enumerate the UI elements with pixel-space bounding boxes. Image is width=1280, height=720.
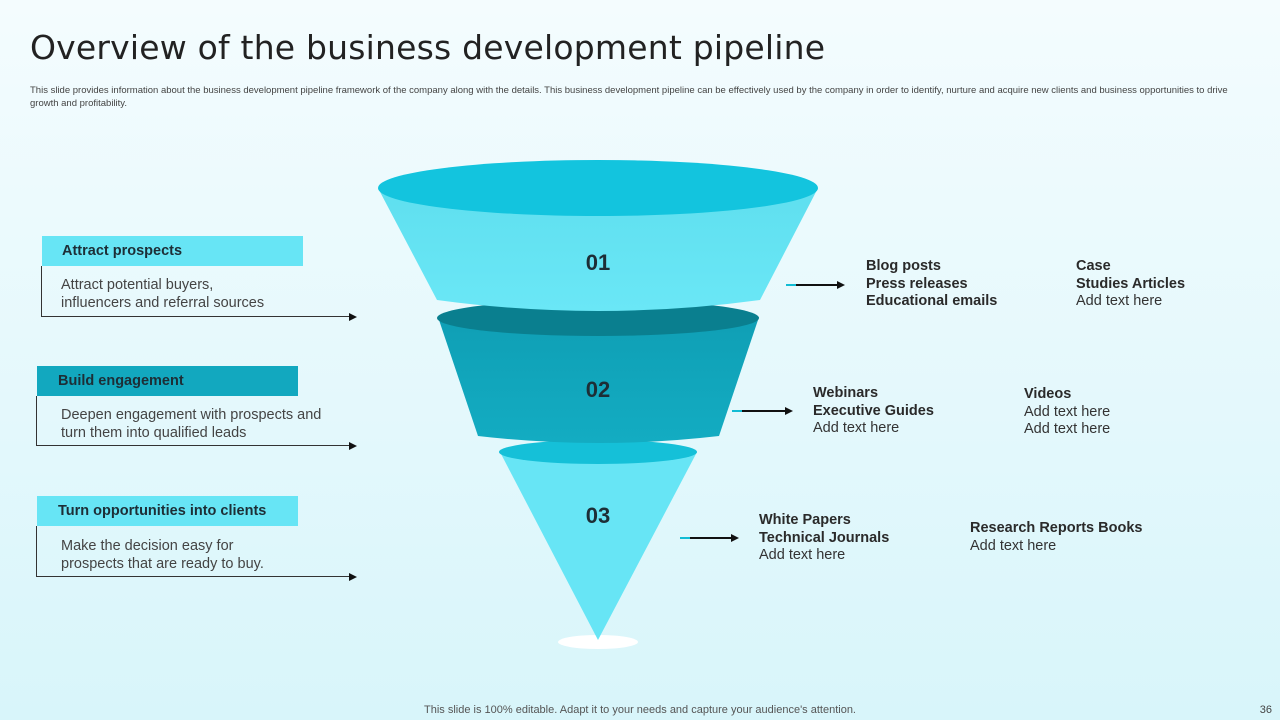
stage-label-attract: Attract prospects xyxy=(42,236,303,266)
content-row2-col2: Videos Add text here Add text here xyxy=(1024,386,1110,439)
stage-desc-engage-line1: Deepen engagement with prospects and xyxy=(61,407,322,423)
funnel-section-1 xyxy=(378,188,818,311)
stage-convert-base-rule xyxy=(36,576,349,577)
content-item: Studies Articles xyxy=(1076,275,1186,292)
stage-desc-attract-line2: influencers and referral sources xyxy=(61,295,265,311)
stage-convert-left-rule xyxy=(36,526,37,577)
content-row1-col1: Blog posts Press releases Educational em… xyxy=(866,258,997,311)
stage-engage-base-rule xyxy=(36,445,349,446)
funnel-section-3-top xyxy=(499,440,697,464)
stage-attract-arrowhead xyxy=(349,313,357,321)
content-item: Add text here xyxy=(1024,421,1111,437)
stage-attract-base-rule xyxy=(41,316,349,317)
content-row3-col2: Research Reports Books Add text here xyxy=(970,520,1142,555)
content-item: Educational emails xyxy=(866,293,998,309)
page-subtitle: This slide provides information about th… xyxy=(30,85,1228,109)
funnel-section-2 xyxy=(438,317,759,443)
footer-note: This slide is 100% editable. Adapt it to… xyxy=(424,704,856,716)
content-row2-col1: Webinars Executive Guides Add text here xyxy=(813,385,934,438)
stage-desc-engage-line2: turn them into qualified leads xyxy=(61,425,247,441)
content-item: Blog posts xyxy=(866,258,941,274)
funnel-number-01: 01 xyxy=(585,250,611,275)
content-item: Technical Journals xyxy=(759,529,890,546)
content-item: Add text here xyxy=(759,547,846,563)
stage-label-convert: Turn opportunities into clients xyxy=(37,496,298,526)
stage-label-engage: Build engagement xyxy=(37,366,298,396)
content-item: Add text here xyxy=(1076,293,1163,309)
page-title: Overview of the business development pip… xyxy=(30,28,826,67)
stage-desc-convert-line1: Make the decision easy for xyxy=(61,538,234,554)
content-item: Add text here xyxy=(1024,403,1111,420)
stage-convert-arrowhead xyxy=(349,573,357,581)
funnel-number-03: 03 xyxy=(585,503,611,528)
content-item: White Papers xyxy=(759,512,851,528)
funnel-number-02: 02 xyxy=(585,377,611,402)
content-item: Research Reports Books xyxy=(970,520,1143,536)
content-item: Webinars xyxy=(813,385,879,401)
stage-attract-left-rule xyxy=(41,266,42,317)
page-number: 36 xyxy=(1259,704,1272,716)
funnel-section-1-top xyxy=(378,160,818,216)
content-item: Executive Guides xyxy=(813,402,934,419)
stage-engage-left-rule xyxy=(36,396,37,446)
content-row3-col1: White Papers Technical Journals Add text… xyxy=(759,512,889,565)
stage-engage-arrowhead xyxy=(349,442,357,450)
stage-desc-engage: Deepen engagement with prospects and tur… xyxy=(61,406,321,442)
funnel-section-3 xyxy=(500,452,697,640)
funnel-tip-shadow xyxy=(558,635,638,649)
funnel-section-2-top xyxy=(437,300,759,336)
content-item: Case xyxy=(1076,258,1111,274)
content-item: Videos xyxy=(1024,386,1072,402)
content-arrow-2 xyxy=(732,407,793,415)
stage-desc-convert: Make the decision easy for prospects tha… xyxy=(61,537,264,573)
content-row1-col2: Case Studies Articles Add text here xyxy=(1076,258,1185,311)
stage-desc-attract-line1: Attract potential buyers, xyxy=(61,277,214,293)
content-arrow-3 xyxy=(680,534,739,542)
stage-desc-convert-line2: prospects that are ready to buy. xyxy=(61,556,264,572)
content-item: Press releases xyxy=(866,275,968,292)
stage-desc-attract: Attract potential buyers, influencers an… xyxy=(61,276,264,312)
content-arrow-1 xyxy=(786,281,845,289)
content-item: Add text here xyxy=(970,537,1057,554)
content-item: Add text here xyxy=(813,420,900,436)
